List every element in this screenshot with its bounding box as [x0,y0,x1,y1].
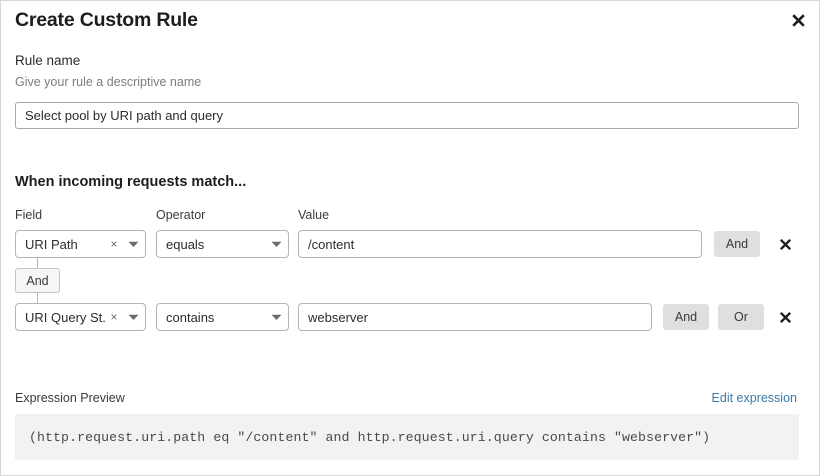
field-select-2[interactable]: URI Query St... × [15,303,146,331]
condition-row: URI Query St... × contains And Or [1,303,820,331]
condition-row: URI Path × equals And [1,230,820,258]
expression-preview-label: Expression Preview [15,391,125,405]
close-icon[interactable] [785,7,811,33]
column-header-value: Value [298,208,330,222]
chevron-down-icon[interactable] [264,241,288,248]
field-select-1-value: URI Path [25,236,78,252]
operator-select-2[interactable]: contains [156,303,289,331]
rule-name-label: Rule name [15,53,81,68]
row-connector-and-chip[interactable]: And [15,268,60,293]
rule-name-help-text: Give your rule a descriptive name [15,75,202,89]
expression-preview-box: (http.request.uri.path eq "/content" and… [15,414,799,460]
edit-expression-link[interactable]: Edit expression [711,391,797,405]
operator-select-1-value: equals [166,236,205,252]
chevron-down-icon[interactable] [121,241,145,248]
delete-icon[interactable] [773,230,797,258]
value-input-2[interactable] [298,303,652,331]
connector-line-bottom [37,292,38,303]
rule-name-input[interactable] [15,102,799,129]
operator-select-1[interactable]: equals [156,230,289,258]
connector-line-top [37,258,38,269]
delete-icon[interactable] [773,303,797,331]
chevron-down-icon[interactable] [264,314,288,321]
expression-preview-code: (http.request.uri.path eq "/content" and… [29,429,711,445]
field-select-1[interactable]: URI Path × [15,230,146,258]
column-header-field: Field [15,208,43,222]
or-button-2[interactable]: Or [718,304,764,330]
match-section-heading: When incoming requests match... [15,174,247,190]
and-button-1[interactable]: And [714,231,760,257]
page-title: Create Custom Rule [15,9,198,31]
and-button-2[interactable]: And [663,304,709,330]
chevron-down-icon[interactable] [121,314,145,321]
column-header-operator: Operator [156,208,206,222]
field-select-2-value: URI Query St... [25,309,107,325]
operator-select-2-value: contains [166,309,215,325]
clear-icon[interactable]: × [110,310,118,324]
value-input-1[interactable] [298,230,702,258]
clear-icon[interactable]: × [110,237,118,251]
